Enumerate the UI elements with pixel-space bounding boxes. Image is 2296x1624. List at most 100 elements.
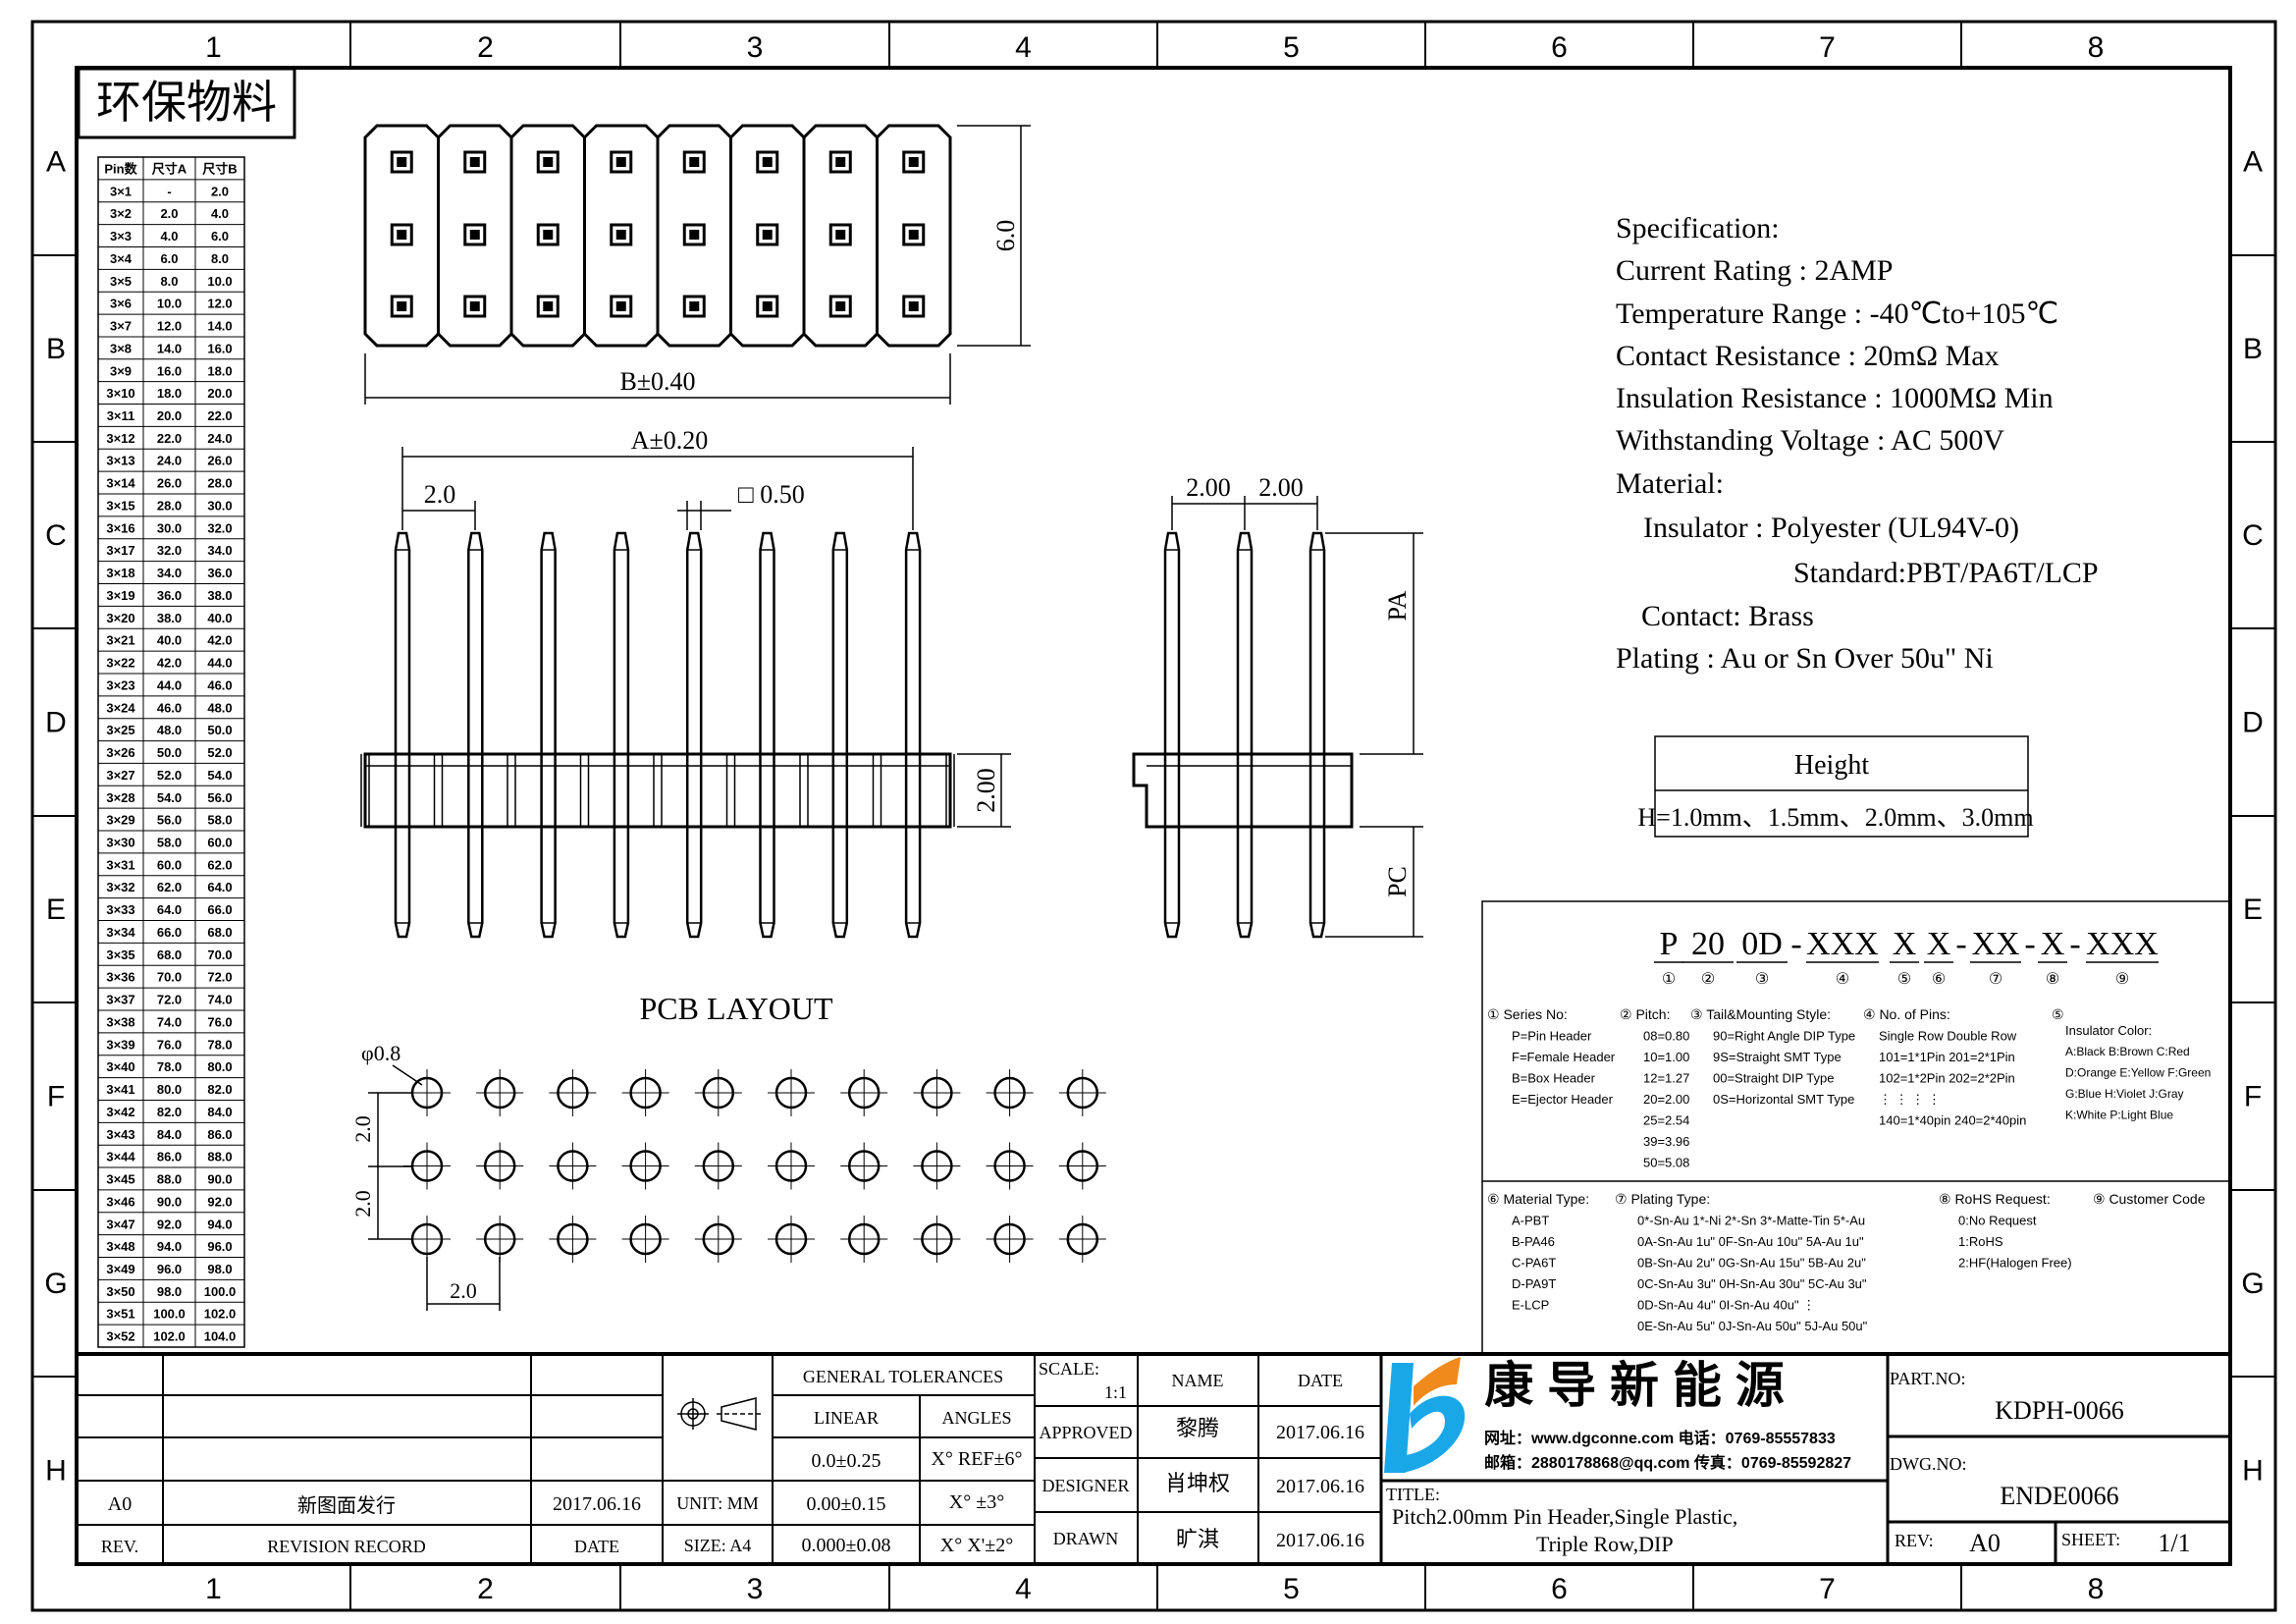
pin-table-cell: 3×23 — [106, 677, 134, 692]
pin-table-cell: 62.0 — [157, 880, 182, 894]
pin — [1308, 531, 1326, 939]
pins-legend-item: 140=1*40pin 240=2*40pin — [1879, 1113, 2026, 1128]
pin-square — [756, 223, 779, 246]
pin-table-cell: 3×11 — [107, 408, 135, 423]
pin-table-cell: 74.0 — [157, 1014, 182, 1029]
pins-legend-item: Single Row Double Row — [1879, 1029, 2017, 1044]
pin-table-cell: 28.0 — [157, 498, 182, 513]
pin-table-cell: 3×43 — [106, 1127, 134, 1142]
pin-table-cell: 48.0 — [207, 700, 232, 715]
pin-square-core — [908, 230, 919, 240]
pin-table-cell: 3×35 — [106, 947, 134, 962]
eco-label-box: 环保物料 — [77, 67, 296, 139]
height-table: Height H=1.0mm、1.5mm、2.0mm、3.0mm — [1637, 735, 2034, 838]
pin — [1236, 531, 1254, 939]
pitch-legend-item: 12=1.27 — [1643, 1071, 1689, 1086]
series-legend-item: E=Ejector Header — [1512, 1092, 1614, 1107]
pin-table-cell: 3×28 — [106, 790, 134, 805]
pin-table-cell: 34.0 — [207, 543, 232, 558]
designer-label: DESIGNER — [1042, 1476, 1130, 1495]
scale-label: SCALE: — [1039, 1359, 1099, 1379]
linear-label: LINEAR — [814, 1408, 879, 1428]
pin-table-cell: 102.0 — [153, 1329, 186, 1344]
pin-table-cell: 58.0 — [157, 836, 182, 850]
pcb-layout: PCB LAYOUT φ0.8 2.0 2.0 2.0 — [350, 991, 1106, 1311]
frame-column-label: 6 — [1551, 31, 1568, 64]
pin-table-cell: 100.0 — [153, 1307, 186, 1322]
pin-table-cell: 3×49 — [106, 1262, 134, 1276]
frame-column-label: 1 — [205, 31, 222, 64]
specification-block: Specification: Current Rating : 2AMP Tem… — [1616, 212, 2099, 675]
revision-record-header: REVISION RECORD — [267, 1537, 426, 1556]
pin-table-cell: 10.0 — [207, 274, 232, 289]
pin-table-cell: 4.0 — [160, 229, 178, 244]
pin-square-core — [469, 301, 480, 311]
pin-square — [902, 295, 926, 318]
name-header: NAME — [1172, 1371, 1224, 1390]
pin-square — [390, 223, 413, 246]
pin-table-cell: 70.0 — [157, 970, 182, 985]
pin-table-cell: 66.0 — [207, 902, 232, 917]
pin-square — [682, 150, 706, 174]
pin-table-cell: 44.0 — [157, 677, 182, 692]
designer-name: 肖坤权 — [1165, 1471, 1230, 1495]
pin-table-cell: 64.0 — [157, 902, 182, 917]
revision-code: A0 — [108, 1493, 132, 1515]
pitch-legend-item: 39=3.96 — [1643, 1134, 1689, 1149]
pin-table-cell: 30.0 — [157, 520, 182, 535]
drawing-title-line-1: Pitch2.00mm Pin Header,Single Plastic, — [1392, 1504, 1737, 1529]
frame-row-label: C — [45, 519, 67, 552]
drawn-name: 旷淇 — [1176, 1527, 1219, 1551]
pin-table-cell: 82.0 — [157, 1105, 182, 1119]
height-values: H=1.0mm、1.5mm、2.0mm、3.0mm — [1637, 803, 2033, 832]
pin-table-cell: 70.0 — [207, 947, 232, 962]
frame-column-label: 8 — [2088, 1573, 2105, 1605]
pin-table-cell: 3×45 — [106, 1172, 134, 1187]
dim-height-label: 6.0 — [991, 220, 1020, 252]
pin-table-cell: 3×46 — [106, 1194, 134, 1209]
rev-header: REV. — [101, 1537, 138, 1556]
tol-linear-1: 0.0±0.25 — [812, 1450, 881, 1472]
pin-table-border — [97, 156, 245, 1348]
pin-table-cell: 18.0 — [157, 386, 182, 401]
material-legend-item: E-LCP — [1512, 1298, 1549, 1313]
part-no-label: PART.NO: — [1890, 1369, 1965, 1388]
color-legend-subtitle: Insulator Color: — [2065, 1023, 2152, 1038]
pin — [394, 531, 411, 939]
pin-table-cell: 80.0 — [157, 1082, 182, 1097]
pin-table-cell: 68.0 — [207, 925, 232, 940]
rohs-legend-title: ⑧ RoHS Request: — [1939, 1191, 2051, 1207]
spec-current-rating: Current Rating : 2AMP — [1616, 254, 1894, 287]
pin-table-cell: 20.0 — [207, 386, 232, 401]
pin-table-cell: 102.0 — [204, 1307, 237, 1322]
pin-table-cell: 36.0 — [157, 588, 182, 603]
date-column-header: DATE — [1298, 1371, 1343, 1390]
pin-square — [682, 223, 706, 246]
pin-square — [828, 150, 852, 174]
part-no-value: KDPH-0066 — [1995, 1396, 2123, 1425]
pin-table-cell: 72.0 — [207, 970, 232, 985]
pin-table-cell: 3×29 — [106, 813, 134, 828]
pin-table-cell: 80.0 — [207, 1059, 232, 1074]
third-angle-projection-icon — [677, 1397, 761, 1431]
part-code-segment: XXX — [1806, 926, 1879, 962]
part-code-segment: P — [1660, 926, 1679, 962]
pin-square-core — [762, 301, 773, 311]
pin — [467, 531, 484, 939]
pin-table-cell: 44.0 — [207, 656, 232, 671]
unit-label: UNIT: MM — [676, 1493, 759, 1513]
frame-column-label: 5 — [1283, 31, 1300, 64]
pin-square — [756, 150, 779, 174]
spec-temperature-range: Temperature Range : -40℃to+105℃ — [1616, 298, 2058, 330]
pin-table-cell: 86.0 — [207, 1127, 232, 1142]
tol-angle-1: X° REF±6° — [931, 1448, 1022, 1470]
frame-row-label: A — [2243, 146, 2263, 179]
part-code-segment: - — [1955, 926, 1966, 962]
pin-table-cell: 3×47 — [106, 1217, 134, 1231]
pin-square — [610, 223, 633, 246]
rohs-legend-item: 1:RoHS — [1958, 1234, 2003, 1249]
pin-square-core — [689, 230, 700, 240]
drawn-label: DRAWN — [1053, 1529, 1119, 1548]
pin — [904, 531, 922, 939]
pin-square-core — [835, 301, 846, 311]
